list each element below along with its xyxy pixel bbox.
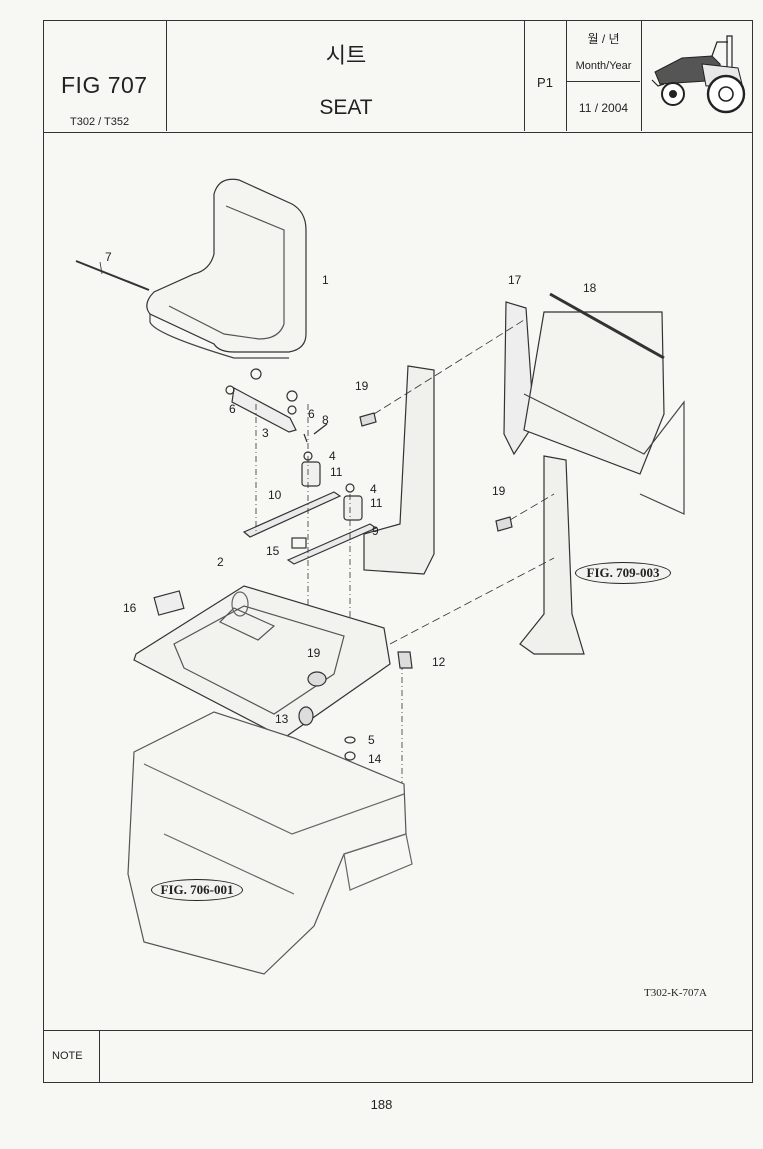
rear-stay	[519, 455, 585, 655]
model-numbers: T302 / T352	[70, 116, 130, 128]
date-label-korean: 월 / 년	[587, 32, 620, 46]
cover-plate	[153, 590, 185, 616]
callout-16: 16	[123, 601, 137, 615]
callout-6a: 6	[229, 402, 236, 416]
spacer-left	[301, 461, 321, 487]
diagram-area: 1 2 3 4 4 5 6 6 7 8 9 10 11 11 12 13 14 …	[44, 134, 752, 1030]
tractor-icon-cell	[642, 20, 751, 131]
callout-15: 15	[266, 544, 280, 558]
bolt-12	[397, 651, 413, 669]
note-row: NOTE	[43, 1030, 753, 1083]
callout-19a: 19	[355, 379, 369, 393]
callout-17: 17	[508, 273, 522, 287]
callout-18: 18	[583, 281, 597, 295]
nut-14	[344, 751, 356, 761]
callout-12: 12	[432, 655, 446, 669]
callout-19c: 19	[307, 646, 321, 660]
title-cell: 시트 SEAT	[167, 20, 525, 131]
panel-trim	[549, 292, 665, 360]
callout-11b: 11	[370, 496, 383, 510]
date-divider	[567, 81, 640, 82]
seat-support-stay	[363, 365, 435, 575]
bolt-19-stay	[359, 412, 377, 427]
bolt-19-rear	[495, 516, 513, 532]
seat-base-plate	[133, 585, 391, 739]
page-code: P1	[537, 75, 553, 90]
figure-ref-706-001[interactable]: FIG. 706-001	[151, 879, 243, 901]
page-number: 188	[370, 1097, 393, 1112]
drawing-code: T302-K-707A	[644, 987, 707, 999]
callout-14: 14	[368, 752, 382, 766]
washer-5	[344, 736, 356, 744]
hinge-bracket	[231, 387, 297, 433]
title-korean: 시트	[325, 43, 367, 68]
seat-rod	[75, 260, 150, 291]
fig-number: FIG 707	[61, 72, 148, 98]
seat-rail-left	[242, 491, 342, 538]
page-frame	[43, 20, 753, 1083]
bolt-19-base	[307, 671, 327, 687]
callout-11a: 11	[330, 465, 343, 479]
rail-clip	[291, 537, 307, 549]
seat-rail-right	[286, 523, 378, 565]
date-value: 11 / 2004	[578, 101, 629, 115]
callout-6b: 6	[308, 407, 315, 421]
note-label: NOTE	[52, 1050, 83, 1062]
callout-1: 1	[322, 273, 329, 287]
callout-3: 3	[262, 426, 269, 440]
page-code-cell: P1	[525, 20, 567, 131]
tractor-frame	[127, 711, 407, 975]
callout-9: 9	[372, 524, 379, 538]
figure-ref-709-003[interactable]: FIG. 709-003	[575, 562, 671, 584]
date-cell: 월 / 년 Month/Year 11 / 2004	[567, 20, 642, 131]
callout-5: 5	[368, 733, 375, 747]
fig-cell: FIG 707 T302 / T352	[43, 20, 167, 131]
callout-2: 2	[217, 555, 224, 569]
callout-4a: 4	[329, 449, 336, 463]
callout-4b: 4	[370, 482, 377, 496]
callout-8: 8	[322, 413, 329, 427]
spacer-right	[343, 495, 363, 521]
exploded-view-drawing	[75, 178, 685, 975]
bolt-13	[298, 706, 314, 726]
callout-19b: 19	[492, 484, 506, 498]
tractor-icon	[651, 35, 746, 114]
note-label-cell: NOTE	[43, 1031, 100, 1082]
callout-13: 13	[275, 712, 289, 726]
seat-cushion	[146, 178, 307, 353]
date-label-english: Month/Year	[575, 60, 632, 72]
rear-panel	[523, 311, 665, 475]
callout-10: 10	[268, 488, 282, 502]
title-english: SEAT	[319, 96, 373, 119]
header-row: FIG 707 T302 / T352 시트 SEAT P1 월 / 년 Mon…	[43, 20, 753, 133]
callout-7: 7	[105, 250, 112, 264]
